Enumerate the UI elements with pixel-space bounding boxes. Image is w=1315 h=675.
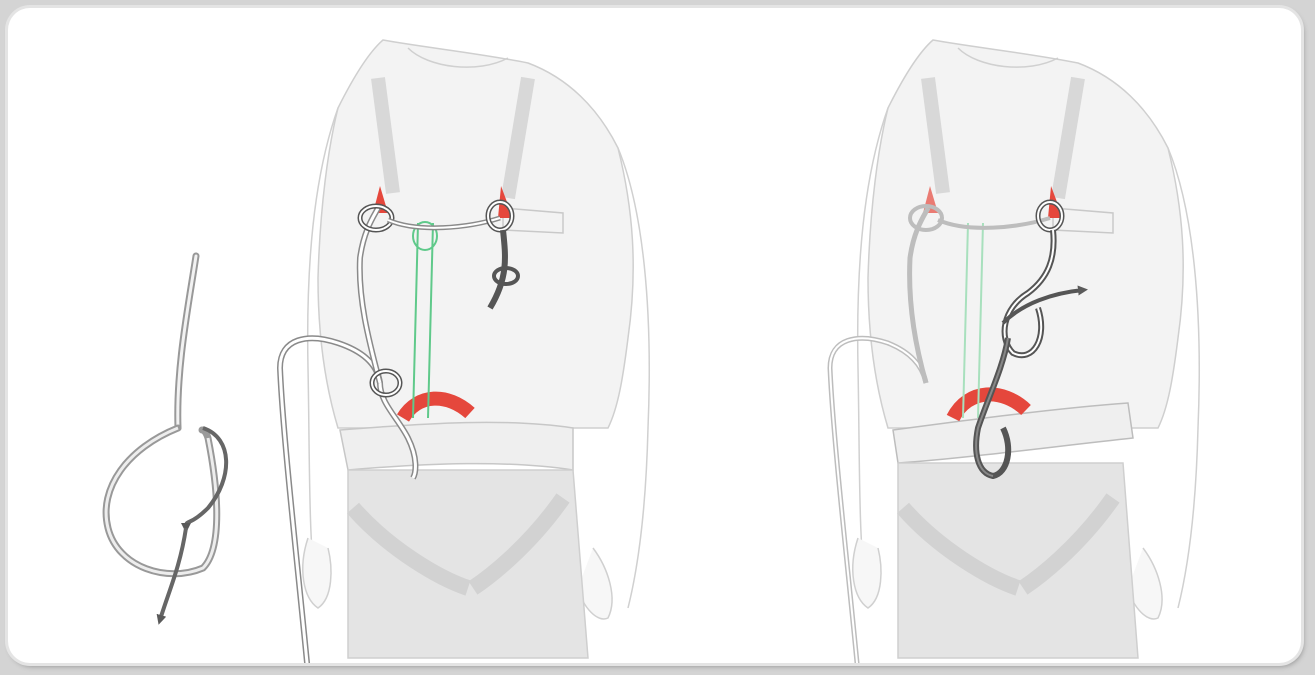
knot-detail-panel [106, 256, 226, 620]
harness-figure-2 [830, 40, 1199, 663]
hand-left [303, 538, 331, 608]
leg-area [348, 470, 588, 658]
waist-belt [340, 422, 573, 470]
harness-tie-in-illustration [8, 8, 1301, 663]
illustration-frame [8, 8, 1301, 663]
harness-figure-1 [280, 40, 649, 663]
